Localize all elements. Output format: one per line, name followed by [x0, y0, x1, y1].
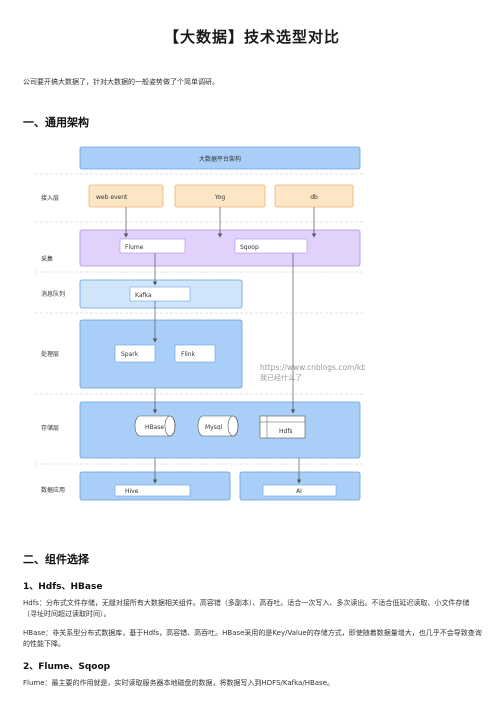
platform-top-label: 大数据平台架构 [199, 155, 241, 163]
section-heading-architecture: 一、通用架构 [23, 116, 89, 129]
platform-top-bar [79, 146, 361, 170]
app-label-ai: AI [296, 488, 302, 495]
process-label-flink: Flink [181, 351, 196, 358]
subsection-heading-flume-sqoop: 2、Flume、Sqoop [23, 662, 111, 672]
intro-text: 公司要开搞大数据了，针对大数据的一般姿势做了个简单调研。 [23, 78, 219, 86]
architecture-diagram: 大数据平台架构 接入层 采集 消息队列 处理层 存储层 数据应用 web eve… [35, 146, 365, 501]
queue-label-kafka: Kafka [135, 292, 152, 299]
collect-box-sqoop [234, 238, 308, 254]
storage-label-hdfs: Hdfs [279, 428, 293, 435]
collect-label-flume: Flume [125, 244, 144, 251]
row-label-collect: 采集 [41, 255, 53, 263]
row-label-queue: 消息队列 [41, 290, 65, 298]
process-label-spark: Spark [121, 351, 139, 358]
ingest-label-db: db [310, 194, 318, 201]
collect-box-flume [119, 238, 186, 254]
ingest-label-web-event: web event [96, 194, 128, 201]
section-heading-components: 二、组件选择 [23, 553, 89, 566]
page-title: 【大数据】技术选型对比 [163, 28, 340, 46]
watermark-note: 我已经什么了 [260, 373, 302, 382]
hbase-cylinder-end [164, 415, 176, 437]
subsection-heading-hdfs-hbase: 1、Hdfs、HBase [23, 582, 103, 592]
app-box-ai [262, 484, 337, 497]
mysql-cylinder-end [227, 415, 239, 437]
storage-label-hbase: HBase [145, 424, 164, 431]
app-label-hive: Hive [125, 488, 139, 495]
paragraph-flume: Flume：最主要的作用就是，实时读取服务器本地磁盘的数据，将数据写入到HDFS… [23, 679, 334, 687]
process-box-spark [114, 344, 156, 363]
paragraph-hbase: HBase：非关系型分布式数据库，基于Hdfs，高容错、高吞吐。HBase采用的… [23, 629, 482, 648]
ingest-label-yog: Yog [214, 194, 226, 201]
storage-label-mysql: Mysql [205, 424, 223, 431]
paragraph-hdfs: Hdfs：分布式文件存储，无缝对接所有大数据相关组件。高容错（多副本）、高吞吐。… [23, 599, 470, 618]
app-box-hive [114, 484, 191, 497]
row-label-storage: 存储层 [41, 424, 59, 432]
row-label-app: 数据应用 [41, 486, 65, 494]
flow-arrows [123, 207, 317, 484]
row-label-ingest: 接入层 [41, 194, 59, 202]
collect-label-sqoop: Sqoop [240, 244, 259, 251]
watermark-url: https://www.cnblogs.com/kbian/ [260, 363, 365, 372]
row-label-process: 处理层 [41, 350, 59, 358]
storage-box-hdfs [259, 415, 306, 439]
row-separators [35, 173, 365, 465]
process-box-flink [174, 344, 216, 363]
queue-box-kafka [129, 286, 191, 302]
process-container [79, 319, 243, 389]
